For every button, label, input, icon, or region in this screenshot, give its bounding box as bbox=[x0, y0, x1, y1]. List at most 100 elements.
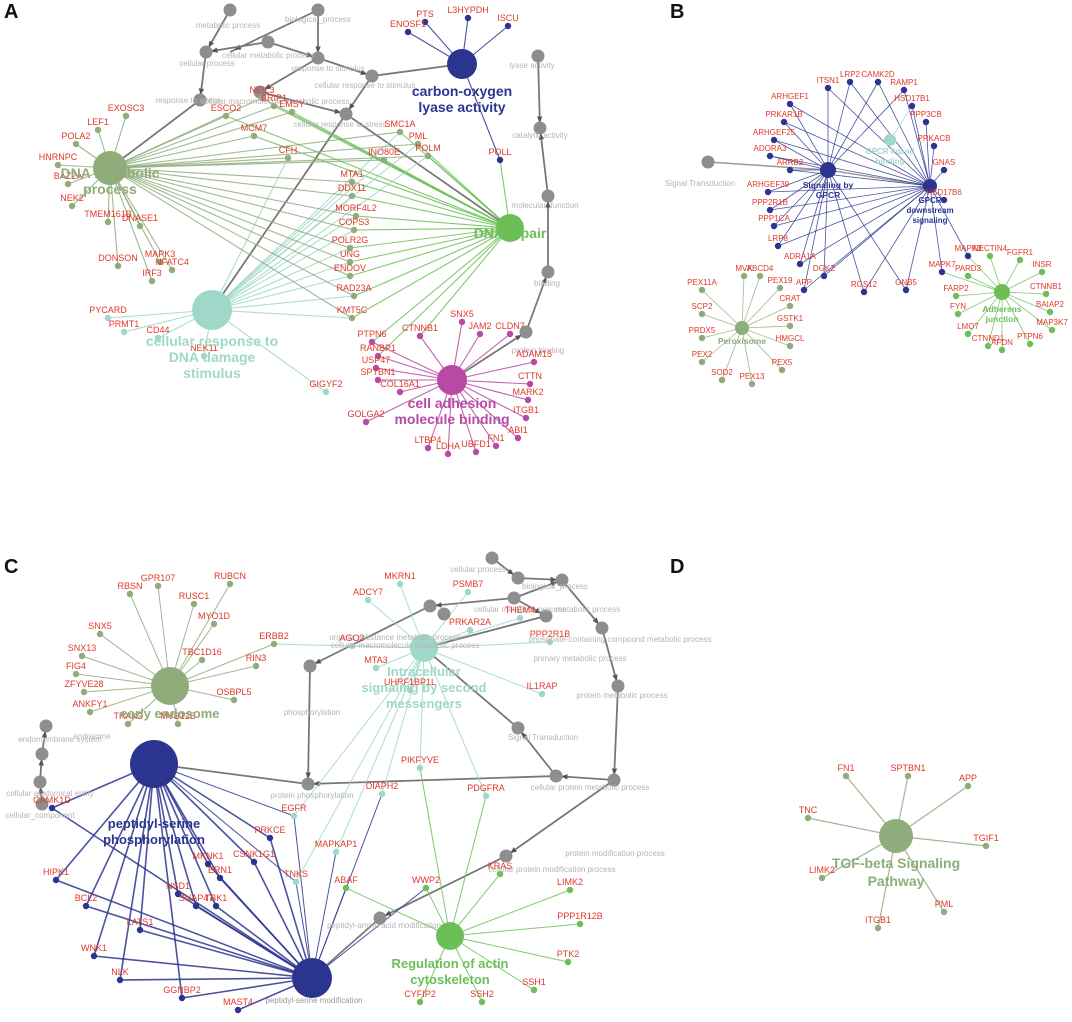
b-gpcr-ligand-label-1: binding bbox=[876, 157, 905, 166]
a-cellular-response-node bbox=[192, 290, 232, 330]
gene-label-gigyf2: GIGYF2 bbox=[309, 379, 342, 389]
undefined bbox=[309, 605, 431, 667]
gene-node-smc1a bbox=[396, 128, 404, 136]
gene-node-nek11 bbox=[200, 352, 208, 360]
gene-node-neil3 bbox=[258, 94, 266, 102]
gene-node-pex2 bbox=[698, 358, 706, 366]
undefined bbox=[505, 779, 615, 857]
b-gpcr-ligand-node bbox=[884, 134, 896, 146]
gene-node-mapk3 bbox=[156, 258, 164, 266]
edge-dgkz-0 bbox=[823, 169, 829, 277]
a-cellular-response-label-2: stimulus bbox=[183, 365, 241, 381]
gene-node-abi1 bbox=[514, 434, 522, 442]
edge-ramp1-0 bbox=[827, 89, 905, 171]
edge-gnb5-1 bbox=[905, 185, 931, 291]
gene-label-diaph2: DIAPH2 bbox=[366, 781, 399, 791]
a-dna-repair-node bbox=[496, 214, 524, 242]
gene-label-pex19: PEX19 bbox=[768, 276, 793, 285]
gene-node-baz2a bbox=[64, 180, 72, 188]
gene-label-itgb1: ITGB1 bbox=[513, 405, 539, 415]
edge-ptk2-0 bbox=[449, 935, 569, 963]
edge-polr2g-0 bbox=[109, 167, 351, 249]
term-label-cellular-component: cellular_component bbox=[5, 811, 75, 820]
edge-pex13-0 bbox=[741, 327, 753, 385]
gene-node-diaph2 bbox=[378, 790, 386, 798]
c-peptidyl-serine-phos-label-1: phosphorylation bbox=[103, 832, 205, 847]
gene-label-sptbn1: SPTBN1 bbox=[360, 367, 395, 377]
gene-label-tnks: TNKS bbox=[284, 869, 308, 879]
gene-label-baz2a: BAZ2A bbox=[54, 171, 83, 181]
edge-ranbp1-1 bbox=[377, 227, 511, 357]
gene-node-lef1 bbox=[94, 126, 102, 134]
b-peroxisome-label-0: Peroxisome bbox=[718, 336, 766, 346]
term-node-protein-phosphorylation bbox=[301, 777, 315, 791]
term-label-molecular-function: molecular_function bbox=[511, 201, 578, 210]
term-label-cellular-metabolic-process: cellular metabolic process bbox=[222, 51, 314, 60]
d-tgf-beta-node bbox=[879, 819, 913, 853]
gene-label-emsy: EMSY bbox=[279, 99, 305, 109]
gene-label-nek2: NEK2 bbox=[60, 193, 84, 203]
gene-label-hmgcl: HMGCL bbox=[776, 334, 805, 343]
gene-label-exosc3: EXOSC3 bbox=[108, 103, 145, 113]
gene-label-rusc1: RUSC1 bbox=[179, 591, 210, 601]
gene-node-fn1 bbox=[842, 772, 850, 780]
edge-morf4l2-2 bbox=[211, 215, 357, 311]
gene-node-rin3 bbox=[252, 662, 260, 670]
gene-node-app bbox=[964, 782, 972, 790]
gene-label-arhgef39: ARHGEF39 bbox=[747, 180, 790, 189]
gene-label-fn1: FN1 bbox=[837, 763, 854, 773]
edge-adora3-1 bbox=[769, 155, 931, 187]
gene-node-lrp8 bbox=[774, 242, 782, 250]
term-node-cellular-response-to-stress bbox=[339, 107, 353, 121]
edge-pikfyve-0 bbox=[419, 647, 425, 769]
gene-node-tbk1 bbox=[212, 902, 220, 910]
c-intracellular-node bbox=[410, 634, 438, 662]
gene-label-tgif1: TGIF1 bbox=[973, 833, 999, 843]
edge-limk2-0 bbox=[449, 889, 571, 937]
gene-node-ppp1r12b bbox=[576, 920, 584, 928]
gene-node-kras bbox=[496, 870, 504, 878]
c-intracellular-label-2: messengers bbox=[386, 696, 462, 711]
gene-node-ldha bbox=[444, 450, 452, 458]
gene-label-sptbn1: SPTBN1 bbox=[890, 763, 925, 773]
term-label-protein-phosphorylation: protein phosphorylation bbox=[270, 791, 353, 800]
gene-node-prkce bbox=[266, 834, 274, 842]
edge-smc1a-2 bbox=[211, 131, 401, 311]
gene-label-psmb7: PSMB7 bbox=[453, 579, 484, 589]
gene-label-adora3: ADORA3 bbox=[754, 144, 787, 153]
edge-nlk-1 bbox=[119, 977, 313, 981]
gene-node-hsd17b1 bbox=[908, 102, 916, 110]
edge-pikfyve-1 bbox=[419, 767, 451, 937]
gene-node-ankfy1 bbox=[86, 708, 94, 716]
undefined bbox=[536, 55, 543, 129]
term-label-binding: binding bbox=[534, 279, 560, 288]
edge-cops3-0 bbox=[109, 167, 355, 231]
gene-label-prkacb: PRKACB bbox=[918, 134, 951, 143]
undefined bbox=[205, 9, 231, 53]
edge-gnb5-0 bbox=[827, 169, 907, 291]
gene-node-prdx5 bbox=[698, 334, 706, 342]
edge-mapk7-0 bbox=[929, 185, 943, 273]
edge-pex2-0 bbox=[701, 327, 743, 363]
gene-node-ppp3cb bbox=[922, 118, 930, 126]
edge-ung-0 bbox=[109, 167, 351, 263]
edge-smc1a-0 bbox=[109, 131, 401, 169]
gene-node-cops3 bbox=[350, 226, 358, 234]
b-gpcr-downstream-node bbox=[923, 179, 937, 193]
gene-node-mast4 bbox=[234, 1006, 242, 1014]
edge-pex19-0 bbox=[741, 287, 781, 329]
gene-label-prmt1: PRMT1 bbox=[109, 319, 140, 329]
gene-node-donson bbox=[114, 262, 122, 270]
edge-camk1d-1 bbox=[51, 807, 313, 979]
gene-node-pycard bbox=[104, 314, 112, 322]
edge-app-1 bbox=[803, 185, 931, 291]
gene-node-jam2 bbox=[476, 330, 484, 338]
gene-node-arhgef1 bbox=[786, 100, 794, 108]
gene-label-hsd17b1: HSD17B1 bbox=[894, 94, 930, 103]
gene-node-pts bbox=[421, 18, 429, 26]
panel-label-c: C bbox=[4, 556, 18, 578]
gene-node-mark2 bbox=[524, 396, 532, 404]
gene-label-pard3: PARD3 bbox=[955, 264, 982, 273]
c-regulation-actin-node bbox=[436, 922, 464, 950]
gene-node-mkrn1 bbox=[396, 580, 404, 588]
